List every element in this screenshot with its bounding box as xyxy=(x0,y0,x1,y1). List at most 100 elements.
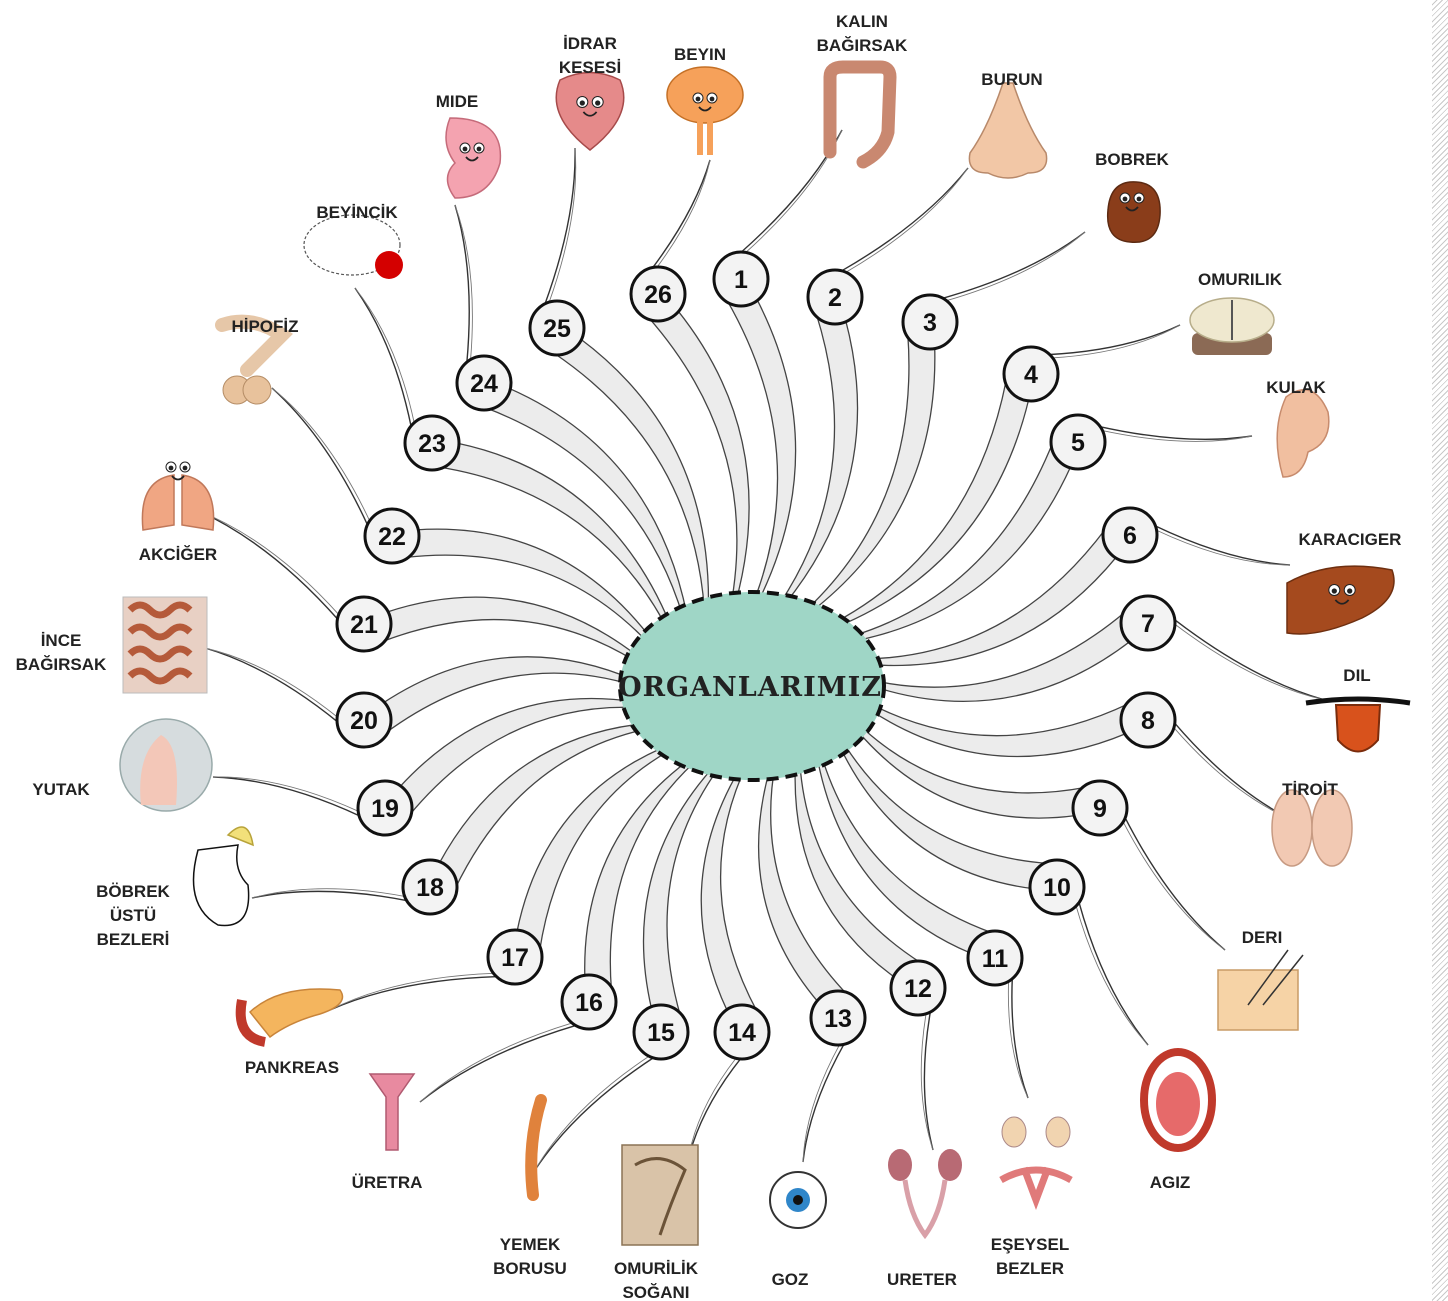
number-badge-25: 25 xyxy=(528,299,586,357)
smile xyxy=(171,475,185,481)
center-title: ORGANLARIMIZ xyxy=(618,672,882,703)
organ-label-line: SOĞANI xyxy=(622,1283,689,1301)
leader-line-16 xyxy=(419,1024,578,1103)
badge-number: 10 xyxy=(1043,874,1071,902)
cerebellum-icon xyxy=(303,214,403,279)
pituitary-icon xyxy=(215,314,293,405)
brain-section-lines xyxy=(634,1157,687,1236)
number-badge-24: 24 xyxy=(455,354,513,412)
lungs-icon xyxy=(141,461,215,531)
leader-line-outer-24 xyxy=(454,204,473,361)
organ-label-line: İNCE xyxy=(41,631,82,650)
number-badge-22: 22 xyxy=(363,507,421,565)
number-badge-16: 16 xyxy=(560,973,618,1031)
leader-line-26 xyxy=(651,159,711,270)
pancreas-icon xyxy=(235,988,344,1047)
eye-icon xyxy=(769,1171,827,1229)
ray-14 xyxy=(700,755,759,1014)
organ-label-line: URETER xyxy=(887,1270,957,1289)
number-badge-6: 6 xyxy=(1101,506,1159,564)
leader-line-9 xyxy=(1123,816,1226,951)
medulla-oblongata-icon xyxy=(621,1144,699,1246)
organ-label-24: MIDE xyxy=(436,92,479,111)
organ-label-line: BOBREK xyxy=(1095,150,1169,169)
leader-line-outer-4 xyxy=(1052,324,1181,359)
pupil xyxy=(793,1195,803,1205)
leader-line-outer-3 xyxy=(945,231,1086,302)
badge-number: 1 xyxy=(734,266,748,294)
number-badge-21: 21 xyxy=(335,595,393,653)
leader-line-2 xyxy=(840,167,969,273)
brain-section xyxy=(621,1144,699,1246)
badge-circle xyxy=(1002,345,1060,403)
lung-left xyxy=(141,474,175,531)
badge-circle xyxy=(363,507,421,565)
large-intestine-icon xyxy=(823,60,897,169)
leader-line-15 xyxy=(534,1056,655,1171)
leader-line-outer-12 xyxy=(920,1013,934,1151)
organ-label-line: OMURİLİK xyxy=(614,1259,699,1278)
connector-rays xyxy=(380,297,1132,1018)
organ-label-3: BOBREK xyxy=(1095,150,1169,169)
number-badges: 1234567891011121314151617181920212223242… xyxy=(335,250,1177,1061)
organ-label-line: AKCİĞER xyxy=(139,545,217,564)
leader-line-23 xyxy=(354,287,412,428)
badge-number: 6 xyxy=(1123,522,1137,550)
pupil xyxy=(1331,588,1337,594)
kidney-icon xyxy=(1106,181,1161,243)
tongue-shape xyxy=(1334,704,1382,753)
testis-shape xyxy=(1001,1116,1027,1148)
thyroid-icon xyxy=(1271,789,1353,867)
ureter-tubes xyxy=(902,1179,948,1240)
intestine-loop xyxy=(127,645,193,663)
organ-label-line: BORUSU xyxy=(493,1259,567,1278)
leader-line-8 xyxy=(1173,721,1293,821)
leader-line-4 xyxy=(1048,324,1181,356)
badge-circle xyxy=(1119,594,1177,652)
badge-number: 2 xyxy=(828,284,842,312)
number-badge-17: 17 xyxy=(486,928,544,986)
number-badge-14: 14 xyxy=(713,1003,771,1061)
badge-number: 7 xyxy=(1141,610,1155,638)
ear-icon xyxy=(1276,388,1330,478)
kidney-outline xyxy=(192,844,250,927)
lips xyxy=(1305,696,1411,706)
organ-label-line: MIDE xyxy=(436,92,479,111)
organ-label-line: BAĞIRSAK xyxy=(16,655,107,674)
urethra-shape xyxy=(368,1073,416,1151)
leader-line-outer-5 xyxy=(1101,429,1253,442)
leader-line-10 xyxy=(1078,901,1149,1046)
stomach-shape xyxy=(445,117,502,199)
leader-line-outer-19 xyxy=(212,776,359,812)
organ-label-line: ÜRETRA xyxy=(352,1173,423,1192)
leader-line-outer-23 xyxy=(354,287,415,424)
liver-shape xyxy=(1286,565,1395,635)
number-badge-18: 18 xyxy=(401,858,459,916)
skin-block xyxy=(1217,969,1299,1031)
mouth-inside xyxy=(1156,1072,1200,1136)
nose-shape xyxy=(968,82,1048,179)
bladder-icon xyxy=(555,71,625,151)
badge-number: 21 xyxy=(350,611,378,639)
leader-line-12 xyxy=(923,1010,934,1151)
badge-circle xyxy=(1119,691,1177,749)
center-node: ORGANLARIMIZ xyxy=(618,590,886,782)
badge-number: 25 xyxy=(543,315,571,343)
leader-line-18 xyxy=(251,890,409,902)
badge-number: 15 xyxy=(647,1019,675,1047)
badge-number: 19 xyxy=(371,795,399,823)
badge-number: 26 xyxy=(644,281,672,309)
badge-circle xyxy=(528,299,586,357)
badge-circle xyxy=(1071,779,1129,837)
badge-circle xyxy=(403,414,461,472)
badge-number: 18 xyxy=(416,874,444,902)
leader-line-outer-6 xyxy=(1155,529,1291,566)
organ-label-line: EŞEYSEL xyxy=(991,1235,1069,1254)
organ-label-line: ÜSTÜ xyxy=(110,906,156,925)
badge-circle xyxy=(455,354,513,412)
leader-lines xyxy=(196,129,1326,1171)
badge-circle xyxy=(486,928,544,986)
